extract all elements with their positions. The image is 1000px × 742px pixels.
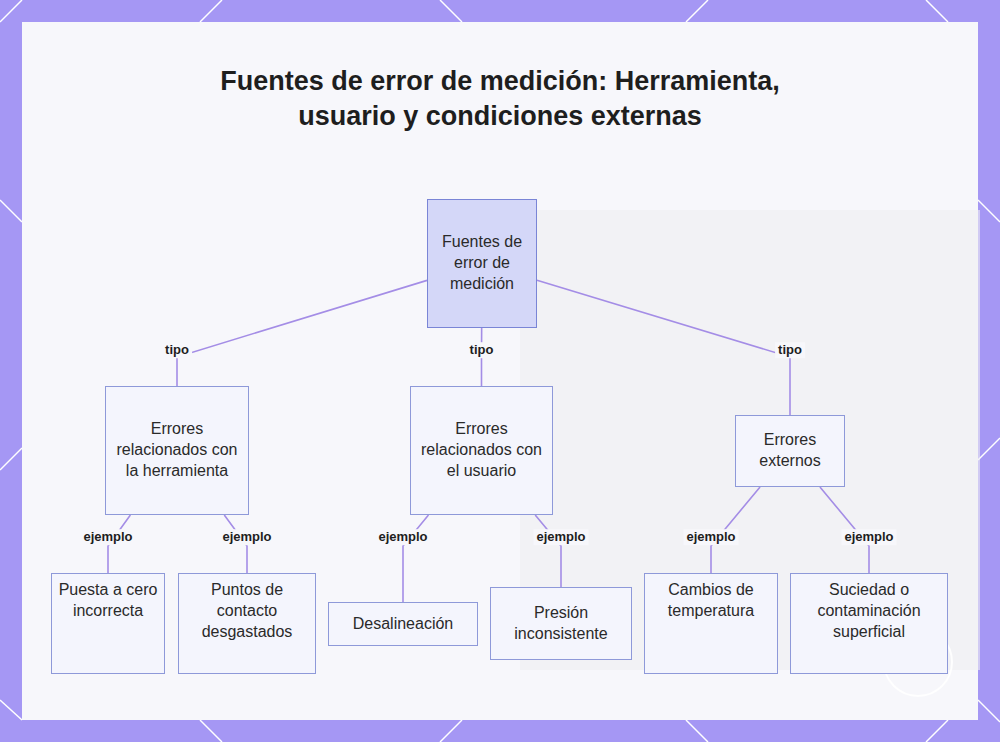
box-label: Suciedad o contaminación superficial — [797, 580, 941, 642]
connector-line — [177, 280, 427, 386]
concept-box: Cambios de temperatura — [644, 573, 778, 674]
box-label: Errores relacionados con el usuario — [417, 419, 546, 481]
edge-label: ejemplo — [683, 529, 738, 545]
box-label: Errores externos — [742, 430, 838, 472]
concept-box: Puntos de contacto desgastados — [178, 573, 316, 674]
edge-label: ejemplo — [80, 529, 135, 545]
box-label: Presión inconsistente — [497, 603, 625, 645]
box-label: Errores relacionados con la herramienta — [112, 419, 242, 481]
edge-label: tipo — [467, 342, 497, 358]
connector-line — [535, 515, 561, 587]
edge-label: tipo — [775, 342, 805, 358]
edge-label: tipo — [162, 342, 192, 358]
concept-box: Errores relacionados con el usuario — [410, 386, 553, 515]
box-label: Puesta a cero incorrecta — [58, 580, 158, 622]
concept-box: Presión inconsistente — [490, 587, 632, 660]
connector-line — [537, 280, 790, 415]
edge-label: ejemplo — [841, 529, 896, 545]
box-label: Desalineación — [353, 614, 454, 635]
concept-box: Desalineación — [328, 602, 478, 646]
concept-box: Errores relacionados con la herramienta — [105, 386, 249, 515]
root-box: Fuentes de error de medición — [427, 199, 537, 328]
box-label: Puntos de contacto desgastados — [185, 580, 309, 642]
edge-label: ejemplo — [375, 529, 430, 545]
edge-label: ejemplo — [219, 529, 274, 545]
connector-line — [403, 515, 428, 602]
edge-label: ejemplo — [533, 529, 588, 545]
box-label: Cambios de temperatura — [651, 580, 771, 622]
diagram-title: Fuentes de error de medición: Herramient… — [215, 64, 785, 133]
concept-box: Puesta a cero incorrecta — [51, 573, 165, 674]
box-label: Fuentes de error de medición — [434, 232, 530, 294]
concept-box: Suciedad o contaminación superficial — [790, 573, 948, 674]
concept-box: Errores externos — [735, 415, 845, 487]
